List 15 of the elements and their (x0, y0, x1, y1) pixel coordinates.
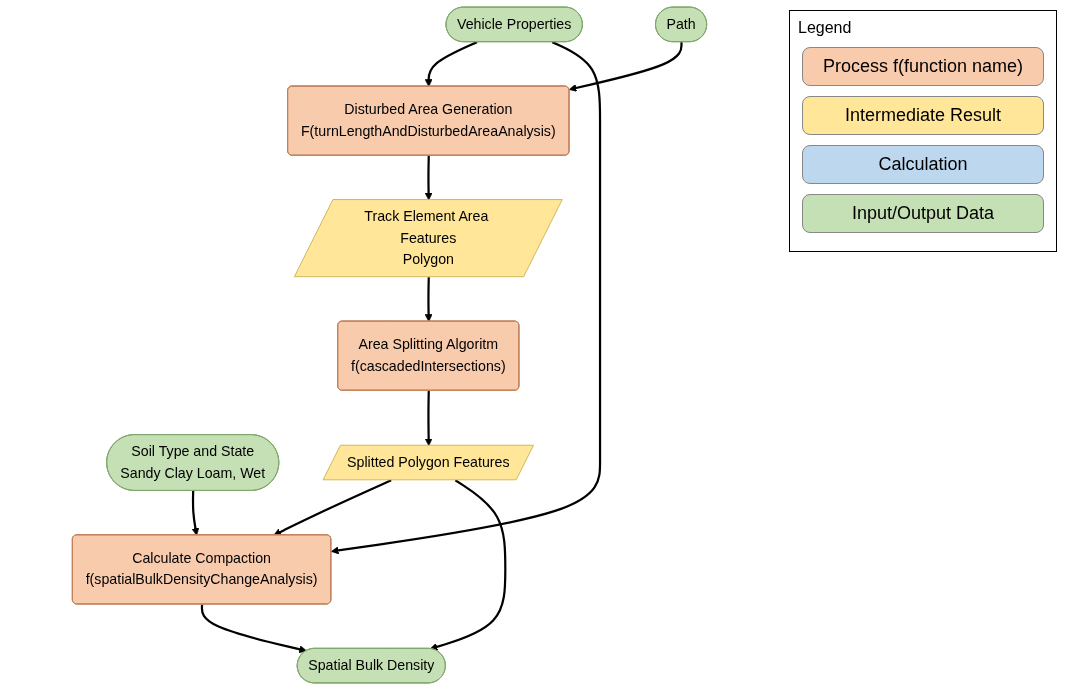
legend-title: Legend (798, 19, 853, 37)
arrow (273, 479, 392, 536)
arrow (191, 490, 200, 536)
arrow (200, 604, 307, 654)
arrow (330, 41, 602, 555)
arrow (424, 155, 433, 201)
legend-swatch: Calculation (802, 145, 1044, 184)
arrow (429, 479, 507, 651)
legend-swatch: Input/Output Data (802, 194, 1044, 233)
legend-swatch: Process f(function name) (802, 47, 1044, 86)
arrow (568, 42, 683, 92)
arrow (424, 390, 433, 446)
legend-swatch: Intermediate Result (802, 96, 1044, 135)
arrow (424, 277, 433, 322)
arrow (424, 41, 478, 87)
